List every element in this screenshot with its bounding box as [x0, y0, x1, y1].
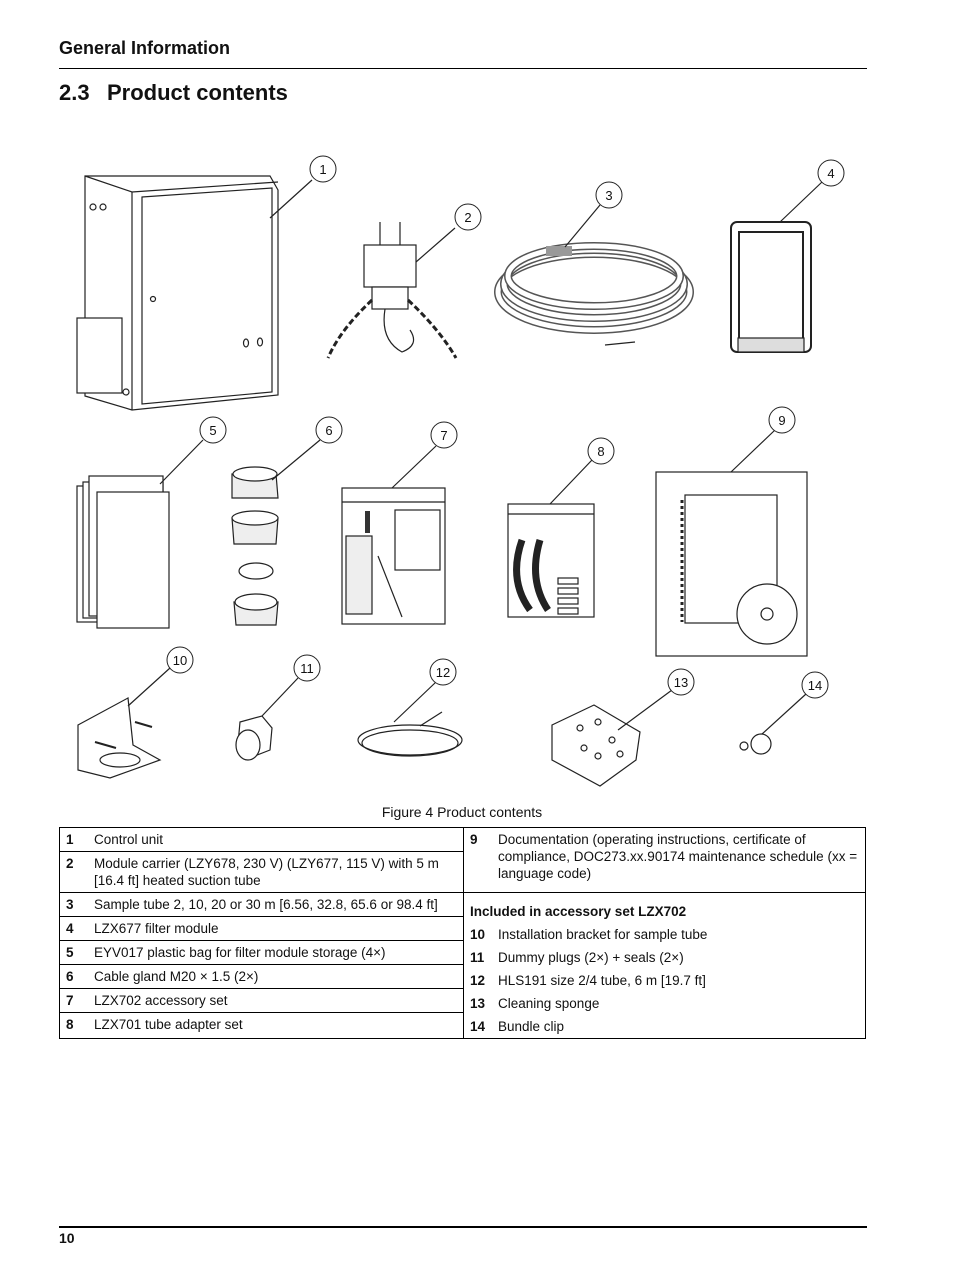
legend-row: 1 Control unit — [60, 828, 463, 851]
legend-text: Module carrier (LZY678, 230 V) (LZY677, … — [94, 856, 439, 888]
section-number: 2.3 — [59, 80, 90, 105]
legend-number: 6 — [66, 969, 74, 984]
legend-number: 10 — [470, 927, 486, 942]
plastic-bags-illustration — [76, 439, 204, 629]
section-title-text: Product contents — [107, 80, 288, 105]
installation-bracket-illustration — [77, 667, 171, 779]
legend-number: 1 — [66, 832, 74, 847]
legend-text: Installation bracket for sample tube — [498, 927, 708, 942]
legend-text: Sample tube 2, 10, 20 or 30 m [6.56, 32.… — [94, 897, 438, 912]
legend-number: 13 — [470, 996, 486, 1011]
callout-label-4: 4 — [827, 166, 834, 181]
legend-row: 6 Cable gland M20 × 1.5 (2×) — [60, 964, 463, 988]
legend-text: EYV017 plastic bag for filter module sto… — [94, 945, 386, 960]
legend-number: 9 — [470, 832, 478, 847]
legend-documentation-cell: 9 Documentation (operating instructions, … — [464, 828, 865, 893]
legend-number: 12 — [470, 973, 486, 988]
callout-label-11: 11 — [300, 661, 314, 676]
legend-row: 13 Cleaning sponge — [464, 992, 865, 1015]
running-header: General Information — [59, 38, 231, 58]
legend-row: 9 Documentation (operating instructions, … — [464, 828, 865, 885]
callout-label-2: 2 — [464, 210, 471, 225]
legend-number: 8 — [66, 1017, 74, 1032]
module-carrier-illustration — [326, 222, 458, 359]
legend-text: Cleaning sponge — [498, 996, 600, 1011]
accessory-set-illustration — [341, 445, 446, 625]
callout-9 — [768, 406, 796, 434]
page-number: 10 — [59, 1230, 75, 1246]
legend-text: LZX677 filter module — [94, 921, 219, 936]
callout-label-12: 12 — [436, 665, 450, 680]
callout-label-1: 1 — [319, 162, 326, 177]
legend-right-column: 9 Documentation (operating instructions, … — [463, 827, 866, 1039]
callout-3 — [595, 181, 623, 209]
callout-12 — [429, 658, 457, 686]
callout-label-3: 3 — [605, 188, 612, 203]
callout-label-14: 14 — [808, 678, 822, 693]
callout-label-7: 7 — [440, 428, 447, 443]
control-unit-illustration — [76, 175, 313, 411]
callout-6 — [315, 416, 343, 444]
legend-text: Bundle clip — [498, 1019, 565, 1034]
sample-tube-illustration — [494, 204, 694, 346]
callout-1 — [309, 155, 337, 183]
figure-caption: Figure 4 Product contents — [381, 804, 543, 820]
callout-4 — [817, 159, 845, 187]
callout-label-10: 10 — [173, 653, 187, 668]
callout-label-9: 9 — [778, 413, 785, 428]
callout-14 — [801, 671, 829, 699]
legend-text: Cable gland M20 × 1.5 (2×) — [94, 969, 259, 984]
legend-row: 5 EYV017 plastic bag for filter module st… — [60, 940, 463, 964]
legend-text: Dummy plugs (2×) + seals (2×) — [498, 950, 684, 965]
legend-row: 14 Bundle clip — [464, 1015, 865, 1038]
callout-11 — [293, 654, 321, 682]
legend-number: 11 — [470, 950, 485, 965]
cable-glands-illustration — [231, 439, 321, 626]
legend-number: 14 — [470, 1019, 486, 1034]
legend-table: 1 Control unit 2 Module carrier (LZY678, 2… — [59, 827, 866, 1039]
product-contents-figure: 1 2 3 4 5 6 7 8 9 10 11 12 13 14 — [76, 155, 845, 787]
callout-10 — [166, 646, 194, 674]
callout-label-6: 6 — [325, 423, 332, 438]
legend-text: HLS191 size 2/4 tube, 6 m [19.7 ft] — [498, 973, 706, 988]
callout-2 — [454, 203, 482, 231]
legend-number: 3 — [66, 897, 74, 912]
callout-label-13: 13 — [674, 675, 688, 690]
callout-8 — [587, 437, 615, 465]
legend-row: 3 Sample tube 2, 10, 20 or 30 m [6.56, 32… — [60, 892, 463, 916]
hls191-tube-illustration — [357, 681, 463, 757]
filter-module-illustration — [730, 181, 823, 353]
legend-row: 10 Installation bracket for sample tube — [464, 923, 865, 946]
dummy-plug-illustration — [235, 677, 299, 761]
callout-7 — [430, 421, 458, 449]
legend-left-column: 1 Control unit 2 Module carrier (LZY678, 2… — [59, 827, 464, 1039]
cleaning-sponge-illustration — [551, 689, 673, 787]
documentation-illustration — [655, 429, 808, 657]
callout-label-8: 8 — [597, 444, 604, 459]
legend-number: 4 — [66, 921, 74, 936]
legend-row: 8 LZX701 tube adapter set — [60, 1012, 463, 1036]
legend-number: 5 — [66, 945, 74, 960]
section-title: 2.3 Product contents — [59, 80, 288, 106]
tube-adapter-set-illustration — [507, 459, 595, 618]
legend-row: 11 Dummy plugs (2×) + seals (2×) — [464, 946, 865, 969]
legend-text: LZX702 accessory set — [94, 993, 228, 1008]
accessory-set-heading: Included in accessory set LZX702 — [470, 904, 687, 919]
legend-row: 2 Module carrier (LZY678, 230 V) (LZY677,… — [60, 851, 463, 892]
footer-divider — [59, 1226, 867, 1228]
legend-text: Documentation (operating instructions, c… — [498, 832, 858, 881]
legend-text: Control unit — [94, 832, 164, 847]
legend-number: 2 — [66, 856, 74, 871]
callout-label-5: 5 — [209, 423, 216, 438]
legend-row: 4 LZX677 filter module — [60, 916, 463, 940]
legend-row: 7 LZX702 accessory set — [60, 988, 463, 1012]
callout-5 — [199, 416, 227, 444]
header-divider — [59, 68, 867, 69]
legend-number: 7 — [66, 993, 74, 1008]
callout-13 — [667, 668, 695, 696]
bundle-clip-illustration — [739, 693, 807, 755]
legend-row: 12 HLS191 size 2/4 tube, 6 m [19.7 ft] — [464, 969, 865, 992]
legend-text: LZX701 tube adapter set — [94, 1017, 243, 1032]
